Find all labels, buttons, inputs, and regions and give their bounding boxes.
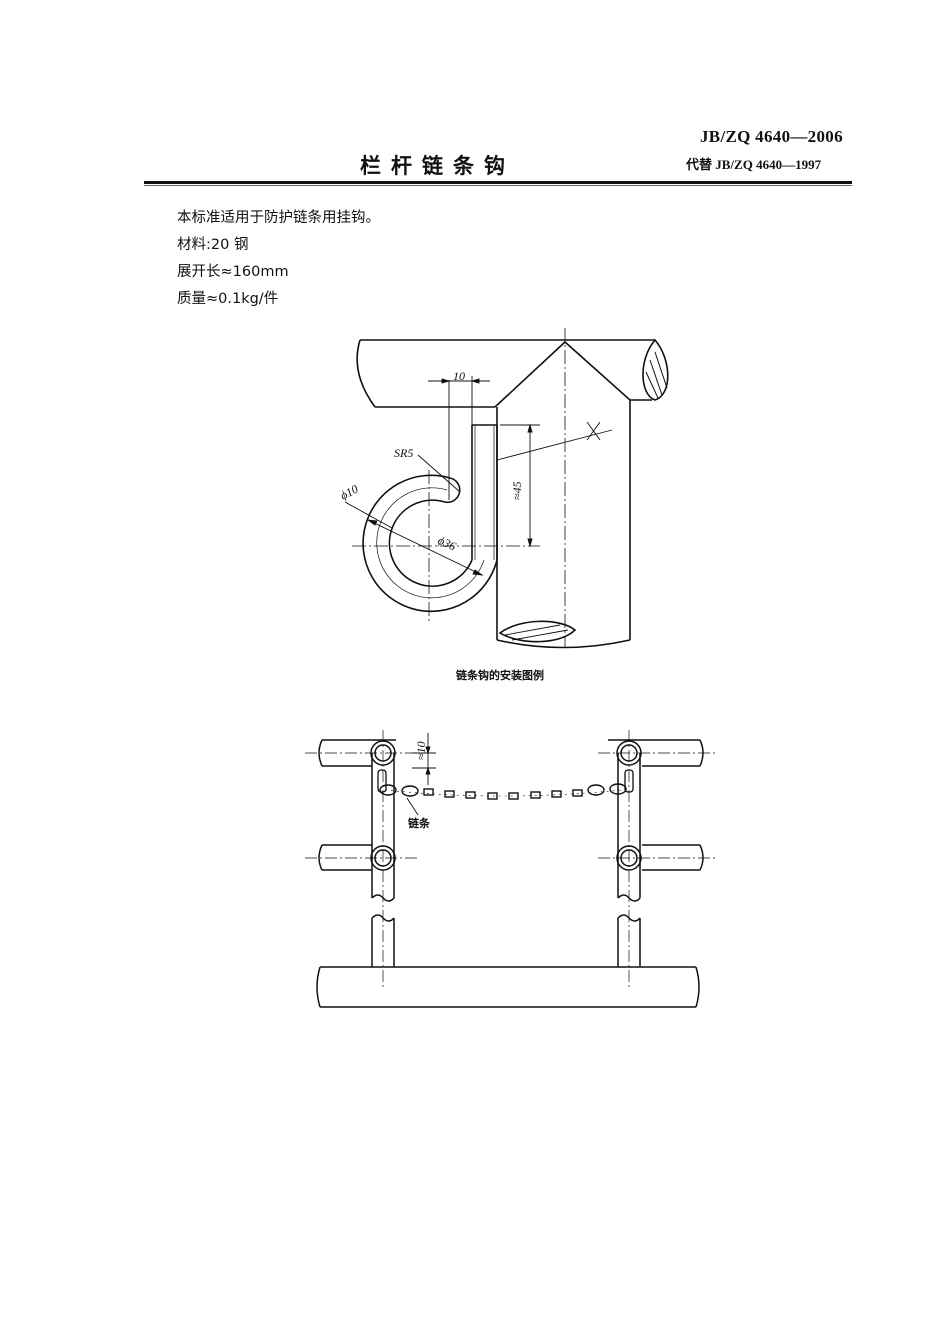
chain-label: 链条 [408, 816, 431, 830]
dim-height-45: ≈45 [510, 481, 524, 500]
chain-hook [352, 424, 540, 622]
page-title: 栏杆链条钩 [360, 154, 515, 178]
header-rule [144, 181, 852, 184]
tee-joint [494, 340, 631, 408]
header-rule-thin [144, 185, 852, 186]
dim-sr5: SR5 [394, 446, 413, 460]
left-post [371, 730, 395, 990]
dim-phi36: ϕ36 [436, 533, 458, 553]
rail-joints [370, 740, 642, 871]
right-post [617, 730, 641, 990]
spec-material: 材料:20 钢 [177, 237, 249, 253]
spec-length: 展开长≈160mm [177, 264, 289, 280]
replaces-standard: 代替 JB/ZQ 4640—1997 [686, 157, 822, 172]
dim-phi10: ϕ10 [338, 482, 361, 503]
middle-rails [305, 844, 716, 871]
railing-overview-drawing [305, 730, 716, 1008]
dim-width-10: 10 [453, 369, 465, 383]
dim-offset-10: ≈10 [414, 741, 428, 760]
chain [379, 783, 627, 816]
spec-scope: 本标准适用于防护链条用挂钩。 [177, 210, 380, 226]
spec-mass: 质量≈0.1kg/件 [177, 291, 279, 307]
offset-dimension [412, 733, 436, 785]
hook-dimensions [344, 376, 613, 576]
rail-pipe [356, 338, 669, 408]
base-rail [316, 966, 700, 1008]
upper-rails [305, 739, 716, 767]
standard-number: JB/ZQ 4640—2006 [700, 127, 843, 146]
post-hooks [377, 769, 634, 793]
hook-installation-drawing [344, 328, 669, 649]
figure-caption: 链条钩的安装图例 [456, 669, 544, 682]
vertical-post [496, 400, 631, 649]
